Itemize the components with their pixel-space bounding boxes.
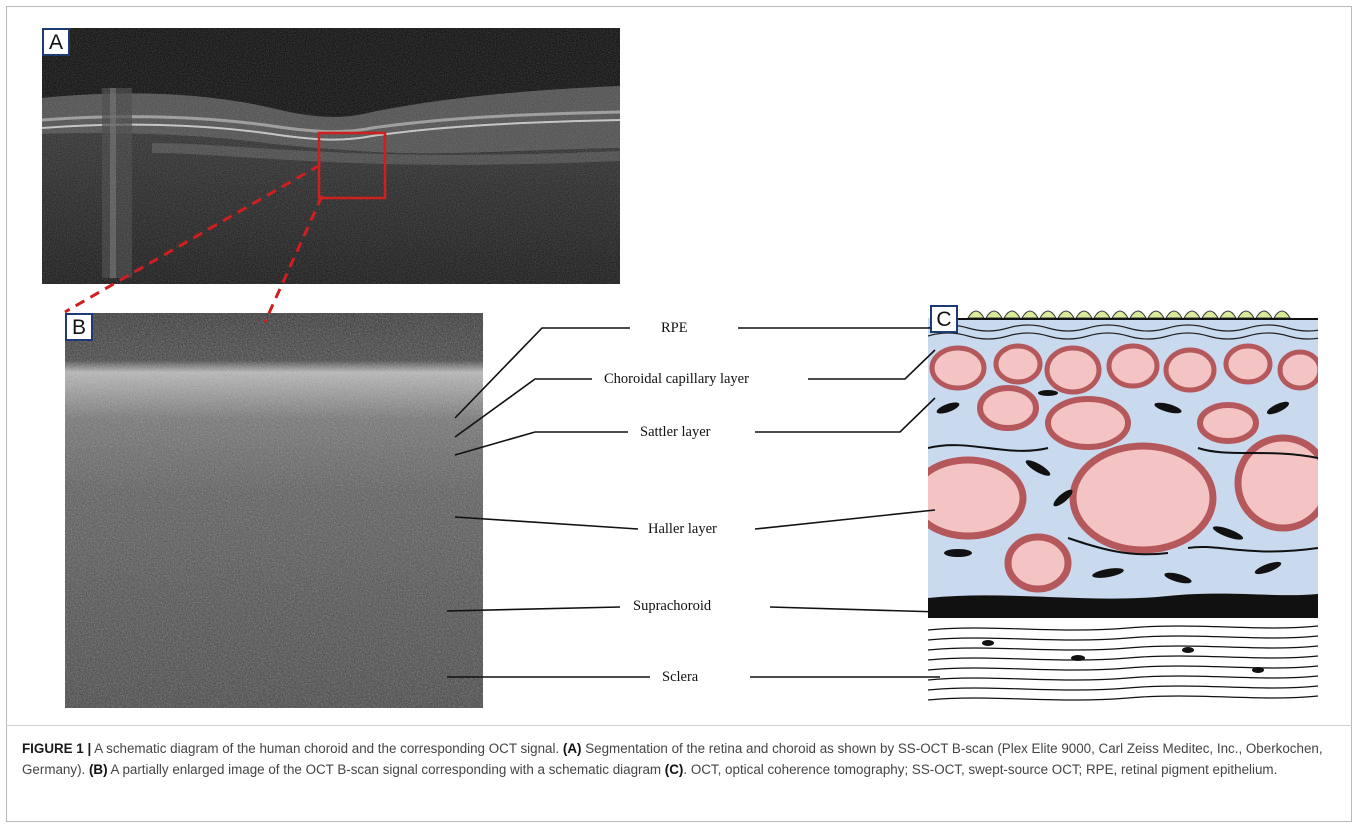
caption-intro: A schematic diagram of the human choroid…: [91, 741, 563, 756]
zoom-connector-lines: [65, 165, 322, 322]
caption-ref-a: (A): [563, 741, 582, 756]
caption-ref-b: (B): [89, 762, 108, 777]
caption-text-b: A partially enlarged image of the OCT B-…: [108, 762, 665, 777]
caption-separator: [6, 725, 1352, 726]
figure-number: FIGURE 1 |: [22, 741, 91, 756]
leader-lines: [447, 328, 940, 677]
caption-text-c: . OCT, optical coherence tomography; SS-…: [683, 762, 1277, 777]
caption-ref-c: (C): [665, 762, 684, 777]
figure-caption: FIGURE 1 | A schematic diagram of the hu…: [22, 738, 1342, 780]
